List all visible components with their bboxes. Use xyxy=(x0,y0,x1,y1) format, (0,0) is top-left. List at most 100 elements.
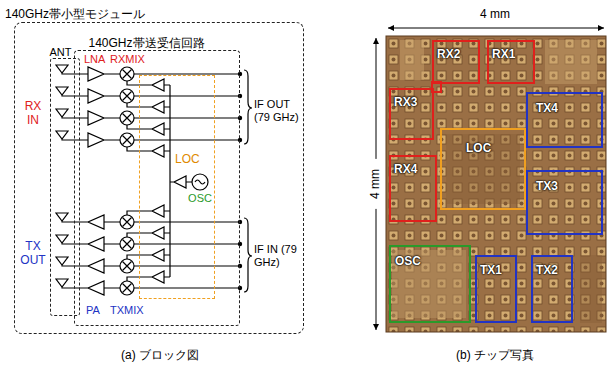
chip-region: RX4 xyxy=(389,155,437,222)
block-label-holder: PA xyxy=(86,304,106,317)
region-label: OSC xyxy=(395,255,421,269)
antenna-group: ANT xyxy=(50,58,80,316)
region-label: LOC xyxy=(175,153,200,167)
dimension-label-holder: 4 mm xyxy=(369,159,383,209)
block-label-holder: RXMIX xyxy=(110,53,152,66)
caption-holder: (a) ブロック図 xyxy=(90,349,230,363)
rx-chain xyxy=(120,89,134,103)
circuit-outline: LOC140GHz帯送受信回路 xyxy=(74,50,240,326)
tx-chain xyxy=(123,240,132,249)
caption-holder: (b) チップ写真 xyxy=(425,349,565,363)
tx-chain xyxy=(120,259,134,273)
chip-photo xyxy=(392,250,466,318)
dimension-arrow xyxy=(388,28,604,29)
region-label: RX1 xyxy=(492,48,515,62)
caption: (a) ブロック図 xyxy=(90,349,230,363)
chip-photo xyxy=(545,40,597,84)
tx-chain xyxy=(123,284,132,293)
chip-region: OSC xyxy=(389,245,471,323)
rx-chain xyxy=(120,111,134,125)
region-label: TX1 xyxy=(480,264,502,278)
rx-chain xyxy=(56,65,240,91)
box-heading: ANT xyxy=(50,46,72,59)
block-label: TXMIX xyxy=(110,304,152,317)
tx-chain xyxy=(56,205,240,295)
lo-network xyxy=(169,85,170,277)
chip-photo xyxy=(386,36,606,332)
if-dot xyxy=(238,94,242,98)
block-label: OSC xyxy=(186,192,214,205)
tx-chain xyxy=(123,218,132,227)
box-heading: 140GHz帯小型モジュール xyxy=(5,8,145,22)
region-label: RX2 xyxy=(437,48,460,62)
port-label: IF IN (79 GHz) xyxy=(254,243,302,268)
chip-region: TX1 xyxy=(475,255,517,323)
tx-chain xyxy=(56,205,240,229)
tx-chain xyxy=(120,215,134,229)
region-label: TX2 xyxy=(536,264,558,278)
chip-region: TX4 xyxy=(526,92,603,148)
port-label-holder: TX OUT xyxy=(16,240,50,268)
dimension-arrow xyxy=(376,28,604,330)
block-label-holder: OSC xyxy=(186,192,214,205)
port-label: IF OUT (79 GHz) xyxy=(254,98,302,123)
block-label: LNA xyxy=(84,53,108,66)
tx-chain xyxy=(56,227,240,251)
port-label-holder: IF OUT (79 GHz) xyxy=(254,98,302,123)
loc-region: LOC xyxy=(139,75,215,299)
lo-network xyxy=(170,85,208,277)
rx-chain xyxy=(56,109,240,135)
if-dot xyxy=(238,72,242,290)
bracket xyxy=(244,70,252,292)
box-heading: 140GHz帯送受信回路 xyxy=(89,37,205,51)
if-dot xyxy=(238,116,242,120)
rx-chain xyxy=(123,136,132,145)
chip-photo xyxy=(446,134,520,204)
rx-chain xyxy=(123,114,132,123)
rx-chain xyxy=(120,133,134,147)
chip-region: TX3 xyxy=(526,170,603,235)
chip-region: RX1 xyxy=(487,40,535,84)
chip-region: RX2 xyxy=(432,40,480,84)
chip-region: RX3 xyxy=(389,88,434,140)
chip-photo xyxy=(386,36,606,332)
dimension-label: 4 mm xyxy=(369,159,383,209)
module-outline: ANTLOC140GHz帯送受信回路140GHz帯小型モジュール xyxy=(14,22,304,334)
block-label: PA xyxy=(86,304,106,317)
region-label: RX4 xyxy=(394,163,417,177)
port-label-holder: RX IN xyxy=(20,100,46,128)
block-label: RXMIX xyxy=(110,53,152,66)
if-dot xyxy=(238,72,242,76)
tx-chain xyxy=(123,262,132,271)
port-label: RX IN xyxy=(20,100,46,128)
lo-network xyxy=(170,176,192,188)
rx-chain xyxy=(123,92,132,101)
rx-chain xyxy=(123,70,132,79)
tx-chain xyxy=(56,249,240,273)
port-label-holder: IF IN (79 GHz) xyxy=(254,243,302,268)
region-label: LOC xyxy=(466,142,491,156)
block-label-holder: LNA xyxy=(84,53,108,66)
dimension-label-holder: 4 mm xyxy=(470,8,520,22)
bracket xyxy=(244,70,252,144)
lo-network xyxy=(192,174,208,190)
port-label: TX OUT xyxy=(16,240,50,268)
rx-chain xyxy=(56,131,240,157)
bracket xyxy=(244,218,252,292)
chip-photo xyxy=(580,255,602,323)
tx-chain xyxy=(120,281,134,295)
block-label-holder: TXMIX xyxy=(110,304,152,317)
rx-chain xyxy=(56,87,240,113)
rx-chain xyxy=(56,65,240,157)
chip-photo xyxy=(400,40,424,80)
caption: (b) チップ写真 xyxy=(425,349,565,363)
region-label: TX4 xyxy=(536,102,558,116)
rx-chain xyxy=(120,67,134,81)
lo-network xyxy=(195,180,205,184)
region-label: RX3 xyxy=(394,96,417,110)
dimension-label: 4 mm xyxy=(470,8,520,22)
chip-region: TX2 xyxy=(531,255,573,323)
region-label: TX3 xyxy=(536,180,558,194)
tx-chain xyxy=(120,237,134,251)
